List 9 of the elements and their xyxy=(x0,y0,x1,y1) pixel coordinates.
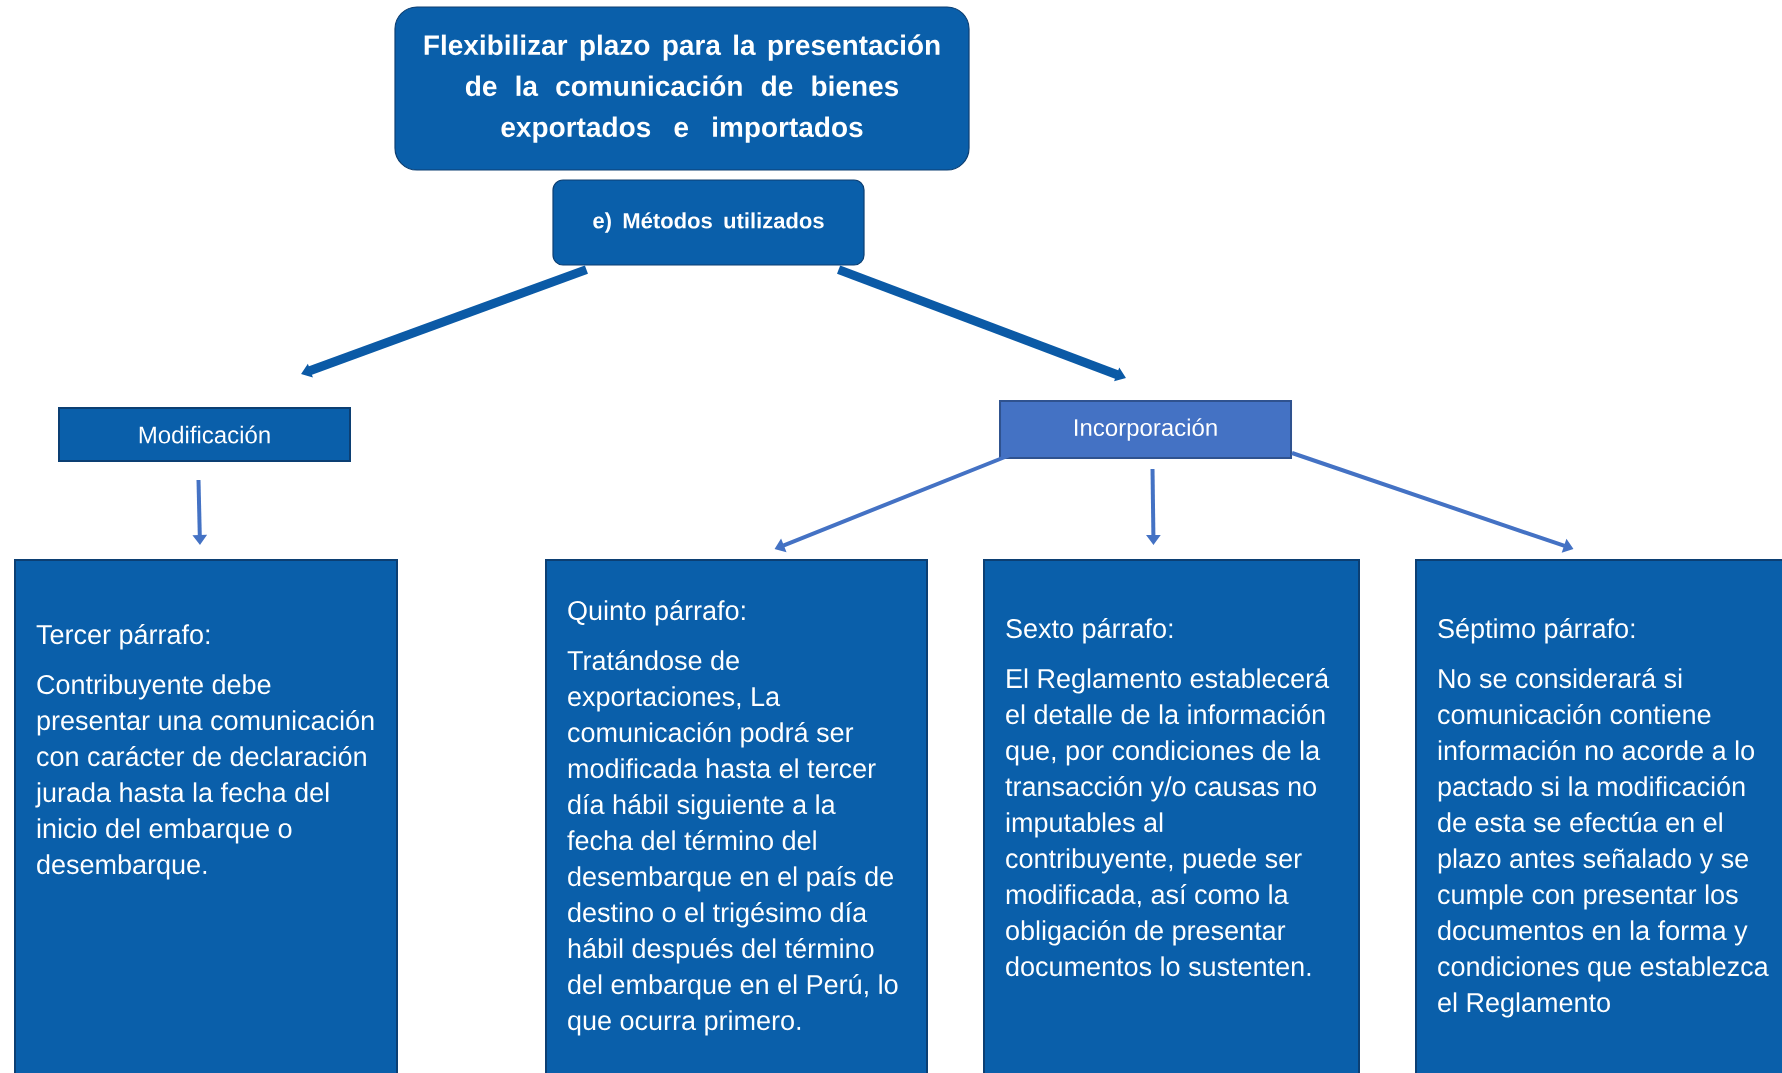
text-box: Séptimo párrafo: No se considerará si comunicación contiene información no acorde a lo pactado si la modificación de esta se efectúa en el plazo antes señalado y se cumple con presentar los documentos en la forma y condiciones que establezca el Reglamento xyxy=(1415,559,1782,1073)
category-box: Incorporación xyxy=(999,400,1292,459)
title-box: Flexibilizar plazo para la presentación de la comunicación de bienes exportados e importados xyxy=(394,6,970,171)
text-box: Quinto párrafo: Tratándose de exportaciones, La comunicación podrá ser modificada hasta el tercer día hábil siguiente a la fecha del término del desembarque en el país de destino o el trigésimo día hábil después del término del embarque en el Perú, lo que ocurra primero. xyxy=(545,559,928,1073)
method-box: e) Métodos utilizados xyxy=(552,179,865,266)
text-box: Tercer párrafo: Contribuyente debe presentar una comunicación con carácter de declaración jurada hasta la fecha del inicio del embarque o desembarque. xyxy=(14,559,398,1073)
category-box: Modificación xyxy=(58,407,351,462)
arrow xyxy=(301,265,588,378)
text-box: Sexto párrafo: El Reglamento establecerá el detalle de la información que, por condiciones de la transacción y/o causas no imputables al contribuyente, puede ser modificada, así como la obligación de presentar documentos lo sustenten. xyxy=(983,559,1360,1073)
